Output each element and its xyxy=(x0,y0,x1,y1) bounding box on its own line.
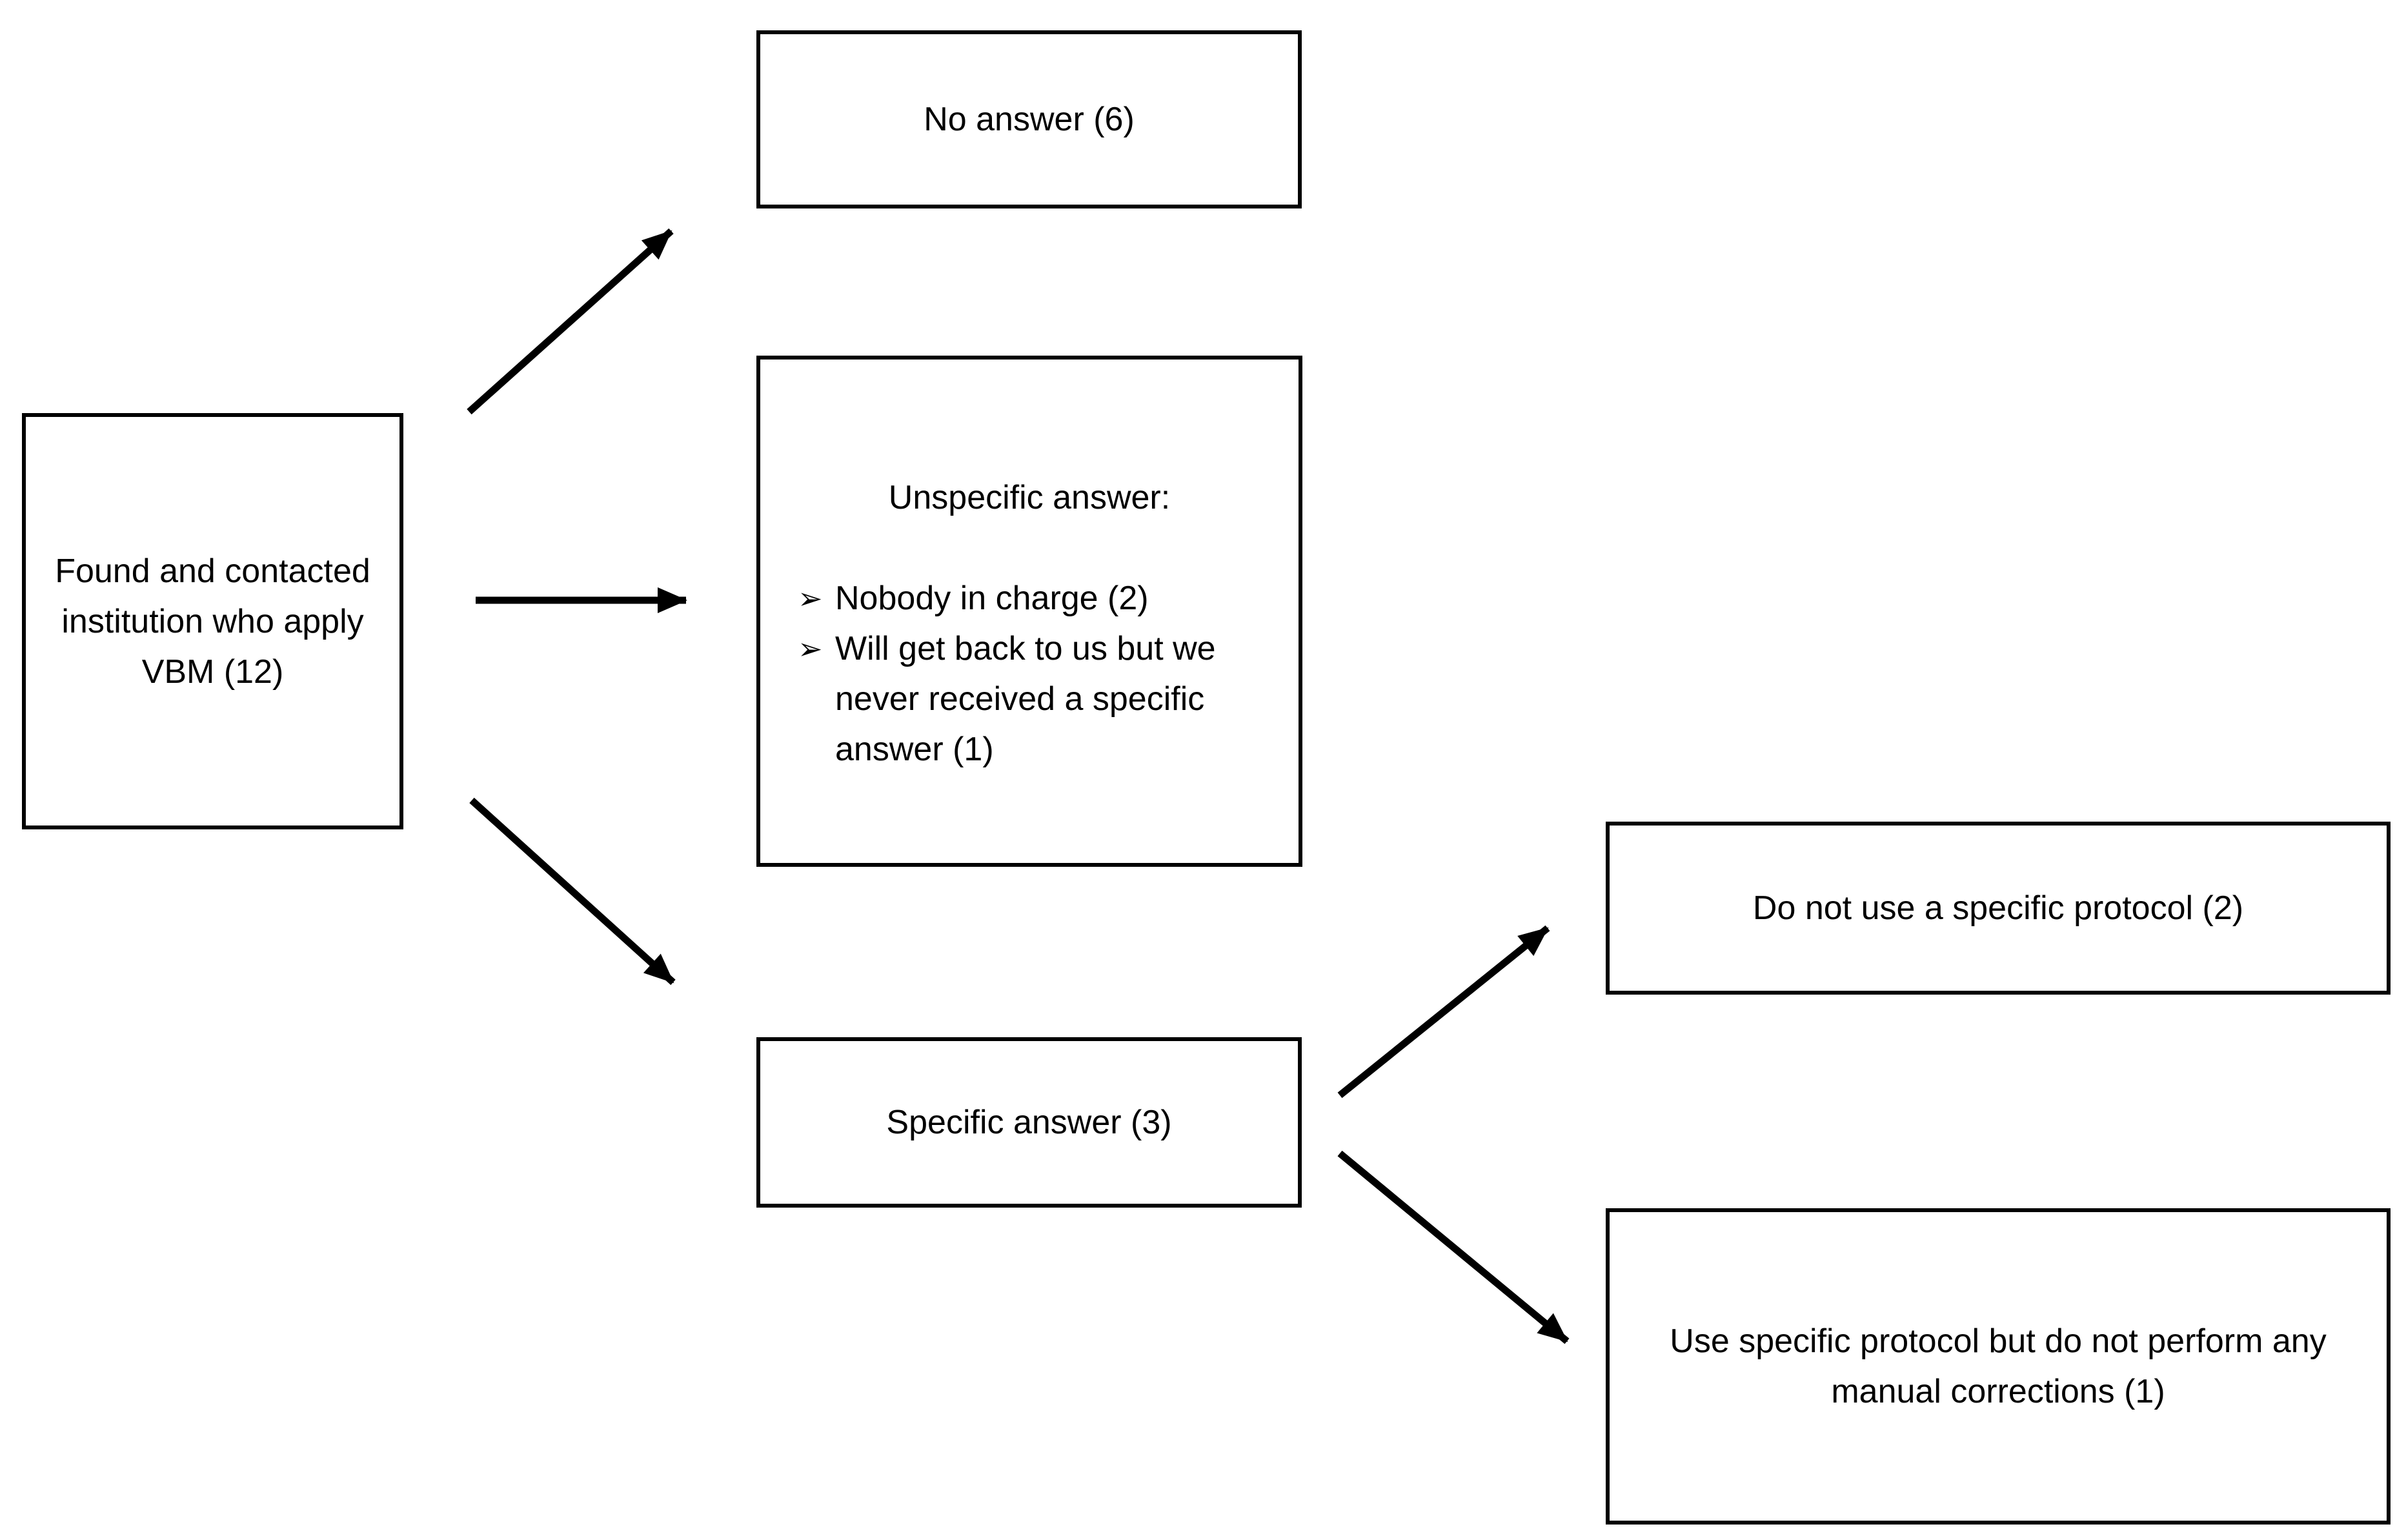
node-label: Do not use a specific protocol (2) xyxy=(1752,889,2244,927)
node-no-specific-protocol: Do not use a specific protocol (2) xyxy=(1606,822,2391,995)
arrow-specific-to-no-protocol xyxy=(1337,925,1550,1099)
node-unspecific-answer: Unspecific answer: ➢ Nobody in charge (2… xyxy=(756,356,1302,867)
node-label: Found and contacted institution who appl… xyxy=(55,552,370,691)
arrow-specific-to-protocol-no-manual xyxy=(1337,1150,1570,1344)
list-item: ➢ Will get back to us but we never recei… xyxy=(780,623,1248,775)
list-item-label: Will get back to us but we never receive… xyxy=(835,630,1216,768)
node-found-and-contacted: Found and contacted institution who appl… xyxy=(22,413,403,829)
arrow-root-to-specific xyxy=(469,797,676,986)
node-label: Specific answer (3) xyxy=(886,1104,1172,1141)
node-label: Use specific protocol but do not perform… xyxy=(1670,1322,2327,1410)
unspecific-bullet-list: ➢ Nobody in charge (2) ➢ Will get back t… xyxy=(780,573,1279,775)
arrowhead-bullet-icon: ➢ xyxy=(798,631,823,666)
node-protocol-without-manual-corrections: Use specific protocol but do not perform… xyxy=(1606,1208,2391,1525)
list-item-label: Nobody in charge (2) xyxy=(835,580,1149,617)
list-item: ➢ Nobody in charge (2) xyxy=(780,573,1149,623)
node-label: No answer (6) xyxy=(924,101,1135,138)
arrow-root-to-no-answer xyxy=(467,228,674,415)
node-label: Unspecific answer: xyxy=(888,479,1171,516)
node-no-answer: No answer (6) xyxy=(756,30,1302,208)
node-specific-answer: Specific answer (3) xyxy=(756,1037,1302,1208)
arrowhead-bullet-icon: ➢ xyxy=(798,581,823,616)
